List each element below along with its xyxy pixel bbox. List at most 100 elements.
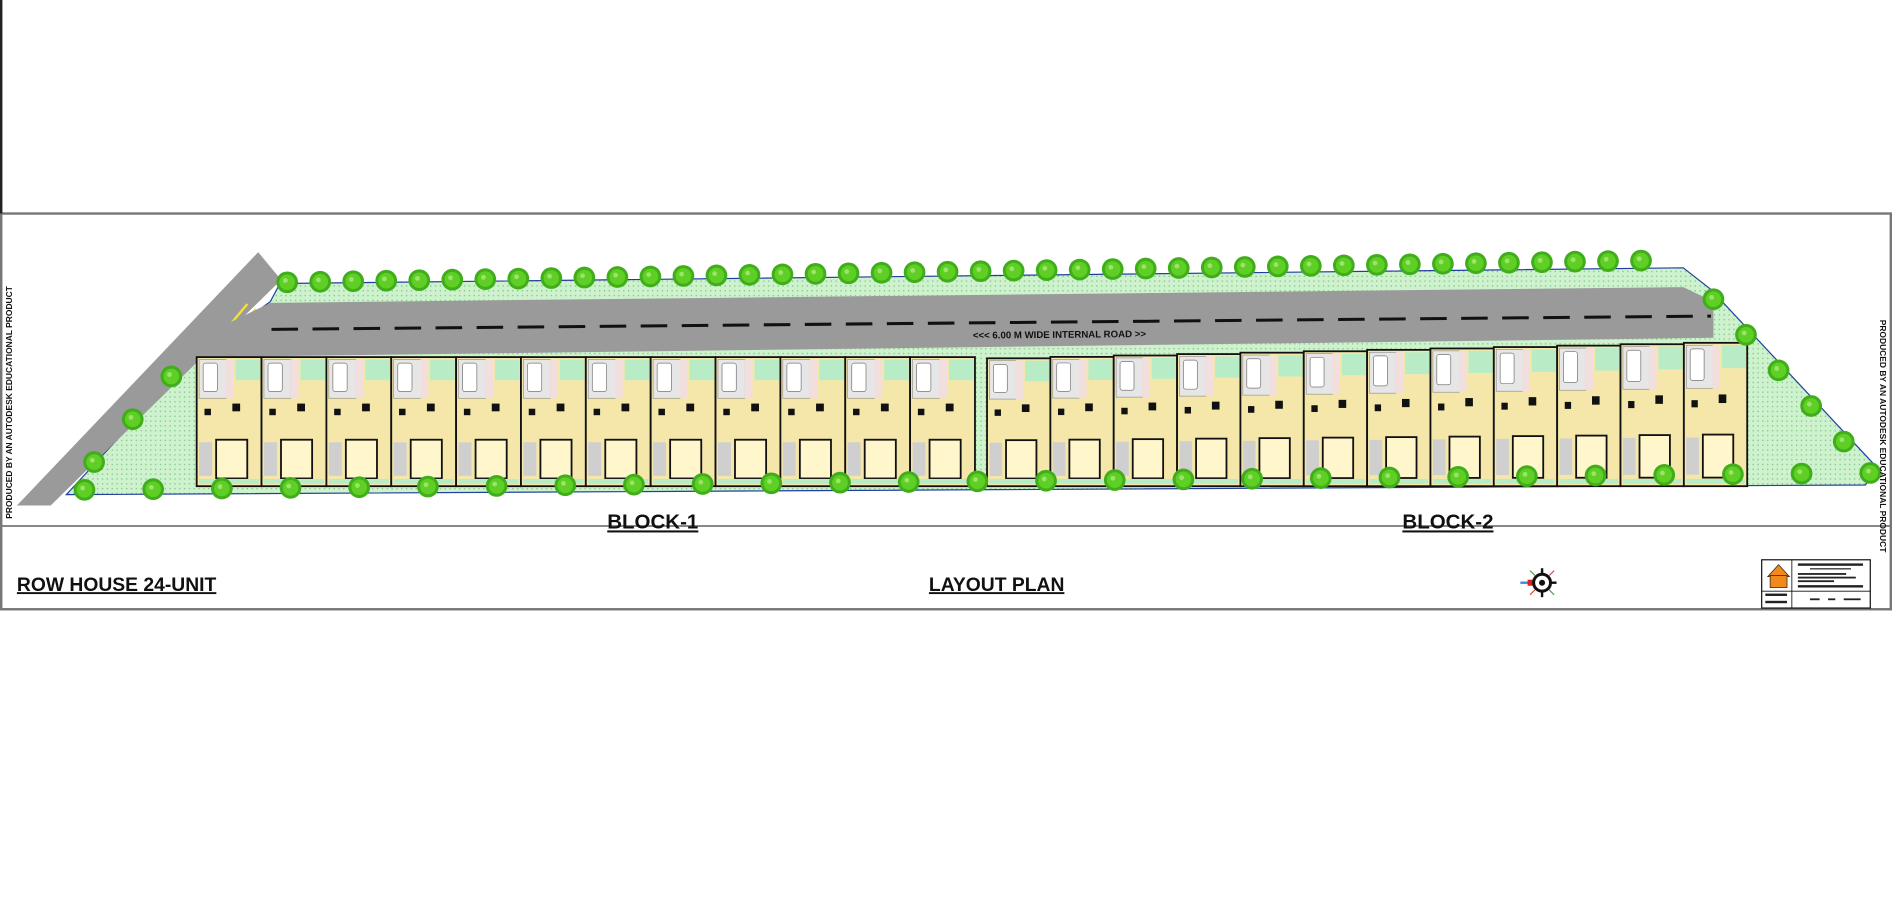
furniture	[334, 408, 341, 416]
car-icon	[992, 363, 1008, 393]
row-house-unit	[1366, 348, 1432, 488]
furniture	[463, 408, 471, 416]
side-yard	[1179, 441, 1193, 476]
tree-icon	[771, 263, 794, 286]
row-house-unit	[714, 356, 782, 488]
furniture	[723, 408, 730, 416]
row-house-unit	[779, 356, 847, 488]
block-2-label: BLOCK-2	[1402, 510, 1493, 533]
side-yard	[989, 442, 1003, 476]
tree-icon	[408, 269, 431, 292]
staircase	[355, 359, 364, 399]
tree-icon	[1653, 464, 1676, 486]
tree-icon	[705, 264, 728, 287]
row-house-units	[195, 341, 1749, 488]
furniture	[994, 409, 1001, 416]
row-house-unit	[1302, 350, 1369, 488]
tree-icon	[1597, 250, 1619, 272]
garden	[559, 359, 585, 381]
tree-icon	[1800, 395, 1823, 417]
garden	[1468, 350, 1493, 373]
furniture	[621, 403, 630, 412]
bedroom	[1195, 437, 1228, 480]
row-house-unit	[1176, 353, 1242, 488]
furniture	[816, 403, 824, 412]
tree-icon	[485, 475, 508, 497]
furniture	[1211, 401, 1220, 410]
car-icon	[1119, 361, 1135, 391]
garden	[819, 359, 844, 381]
staircase	[225, 359, 234, 399]
car-icon	[721, 362, 737, 392]
staircase	[744, 359, 753, 399]
car-icon	[397, 362, 413, 392]
garden	[754, 359, 780, 381]
garden	[1721, 345, 1746, 369]
tree-icon	[903, 261, 926, 284]
tree-icon	[1332, 254, 1355, 277]
car-icon	[656, 362, 672, 392]
staircase	[1585, 348, 1594, 391]
tree-icon	[474, 268, 497, 290]
drawing-title: ROW HOUSE 24-UNIT	[17, 575, 217, 596]
furniture	[297, 403, 305, 412]
staircase	[809, 359, 818, 399]
tree-icon	[160, 365, 183, 388]
front-strip	[1179, 478, 1239, 484]
tree-icon	[969, 260, 992, 283]
diagonal-access-road	[16, 252, 282, 506]
row-house-unit	[325, 356, 393, 488]
tree-icon	[1035, 259, 1058, 281]
front-strip	[588, 478, 649, 484]
tree-icon	[1233, 256, 1256, 278]
car-icon	[462, 362, 478, 392]
car-icon	[591, 362, 607, 392]
staircase	[290, 359, 299, 399]
car-icon	[916, 362, 932, 392]
staircase	[1078, 359, 1087, 399]
garden	[1658, 346, 1683, 370]
tree-icon	[1432, 252, 1454, 275]
trees	[73, 249, 1882, 501]
tree-icon	[1564, 250, 1586, 273]
bedroom	[1131, 438, 1165, 480]
side-yard	[523, 442, 537, 476]
tree-icon	[1722, 463, 1744, 486]
staircase	[939, 359, 948, 399]
furniture	[1501, 402, 1508, 410]
row-house-unit	[1619, 343, 1685, 488]
side-yard	[199, 442, 213, 476]
staircase	[1649, 346, 1657, 390]
row-house-unit	[195, 356, 263, 488]
furniture	[232, 403, 241, 412]
furniture	[917, 408, 925, 416]
garden	[1215, 356, 1240, 378]
tree-icon	[1378, 466, 1401, 489]
furniture	[204, 408, 211, 416]
tree-icon	[142, 478, 165, 501]
garden	[624, 359, 650, 381]
furniture	[1691, 400, 1698, 408]
block-1-label: BLOCK-1	[607, 510, 698, 533]
tree-icon	[121, 408, 144, 431]
side-yard	[1052, 442, 1066, 476]
furniture	[1438, 403, 1445, 411]
side-yard	[847, 442, 861, 476]
front-strip	[1242, 478, 1302, 484]
side-yard	[1622, 437, 1636, 475]
watermark-right: PRODUCED BY AN AUTODESK EDUCATIONAL PROD…	[1878, 320, 1888, 553]
row-house-unit	[1429, 347, 1495, 488]
furniture	[1057, 408, 1065, 416]
tree-icon	[309, 270, 332, 293]
north-arrow-icon	[1520, 568, 1557, 598]
tree-icon	[1035, 469, 1057, 492]
tree-icon	[1167, 257, 1190, 279]
side-yard	[1559, 438, 1573, 475]
front-strip	[989, 478, 1048, 484]
garden	[689, 359, 715, 381]
side-yard	[588, 442, 602, 476]
row-house-unit	[986, 357, 1052, 488]
furniture	[1465, 398, 1473, 407]
tree-icon	[804, 262, 827, 285]
garden	[1531, 349, 1556, 372]
